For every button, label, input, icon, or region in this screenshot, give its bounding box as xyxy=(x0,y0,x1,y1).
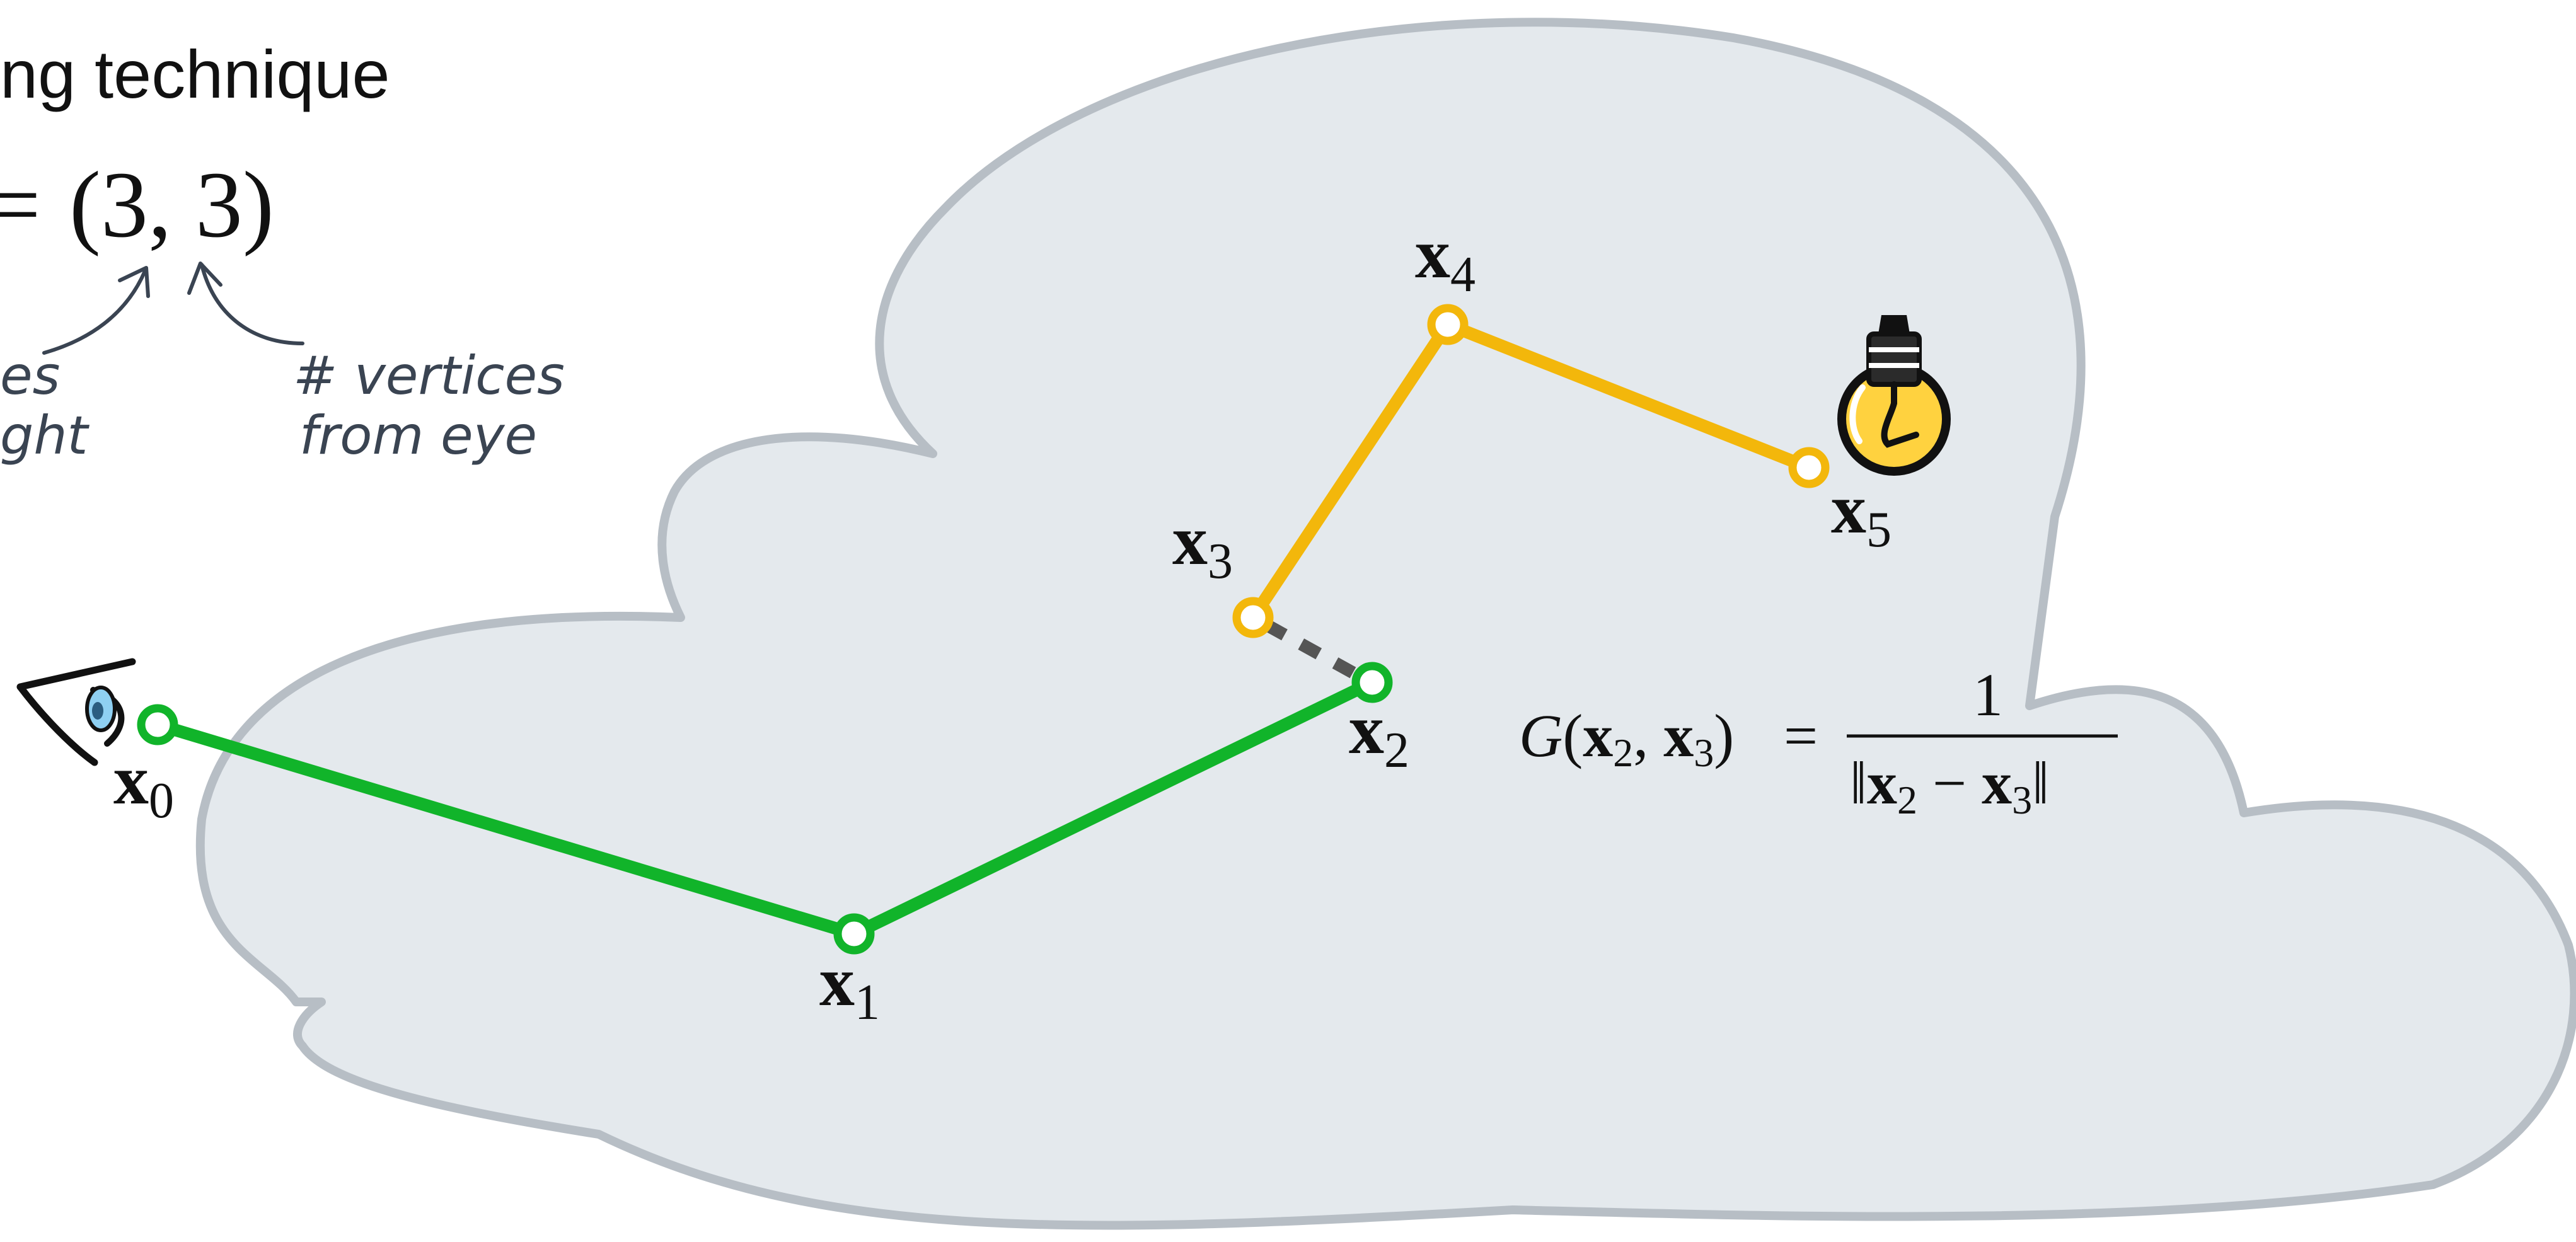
annotation-arrow-right xyxy=(202,265,303,343)
formula-den-x3: x xyxy=(1982,749,2012,817)
formula-den-sub2: 2 xyxy=(1897,778,1917,822)
formula-lhs-sub3: 3 xyxy=(1694,730,1714,775)
formula-den-x2: x xyxy=(1867,749,1897,817)
vertex-label-x2-sub: 2 xyxy=(1384,723,1409,778)
formula-den-open: ‖ xyxy=(1850,749,1867,817)
vertex-label-x4-base: x xyxy=(1415,215,1450,293)
vertex-label-x5-base: x xyxy=(1831,470,1866,548)
formula-comma: , xyxy=(1633,702,1663,769)
annotation-right-line2: from eye xyxy=(299,405,537,466)
vertex-x5 xyxy=(1793,451,1825,484)
vertex-label-x4-sub: 4 xyxy=(1450,247,1476,302)
strategy-equals: = xyxy=(0,152,41,257)
formula-lhs-sub2: 2 xyxy=(1613,730,1633,775)
formula-equals: = xyxy=(1784,702,1818,769)
formula-den-close: ‖ xyxy=(2032,749,2049,817)
annotation-arrow-left xyxy=(44,271,145,353)
vertex-x0 xyxy=(141,708,174,741)
formula-numerator: 1 xyxy=(1973,661,2003,728)
vertex-x4 xyxy=(1431,308,1464,341)
strategy-value: (3, 3) xyxy=(69,152,274,257)
section-title: ng technique xyxy=(0,36,390,112)
formula-G: G xyxy=(1519,702,1562,769)
vertex-x3 xyxy=(1237,601,1269,634)
vertex-label-x1-sub: 1 xyxy=(855,975,880,1030)
vertex-label-x1-base: x xyxy=(819,943,855,1021)
vertex-label-x2-base: x xyxy=(1349,691,1384,769)
vertex-label-x3-sub: 3 xyxy=(1208,534,1233,589)
formula-close: ) xyxy=(1714,702,1734,769)
formula-den-sub3: 3 xyxy=(2012,778,2032,822)
vertex-label-x3-base: x xyxy=(1172,502,1208,580)
vertex-label-x5-sub: 5 xyxy=(1866,502,1892,558)
vertex-label-x0-sub: 0 xyxy=(149,773,174,829)
annotation-right-line1: # vertices xyxy=(293,345,565,406)
vertex-label-x0: x0 xyxy=(113,741,174,829)
scene-cloud xyxy=(200,22,2575,1225)
formula-lhs-x3: x xyxy=(1663,702,1694,769)
formula-open: ( xyxy=(1562,702,1583,769)
annotation-left-line2: ght xyxy=(0,405,90,466)
formula-den-minus: − xyxy=(1917,749,1982,817)
annotation-left-line1: es xyxy=(0,345,60,406)
formula-lhs-x2: x xyxy=(1583,702,1613,769)
vertex-label-x0-base: x xyxy=(113,741,149,819)
